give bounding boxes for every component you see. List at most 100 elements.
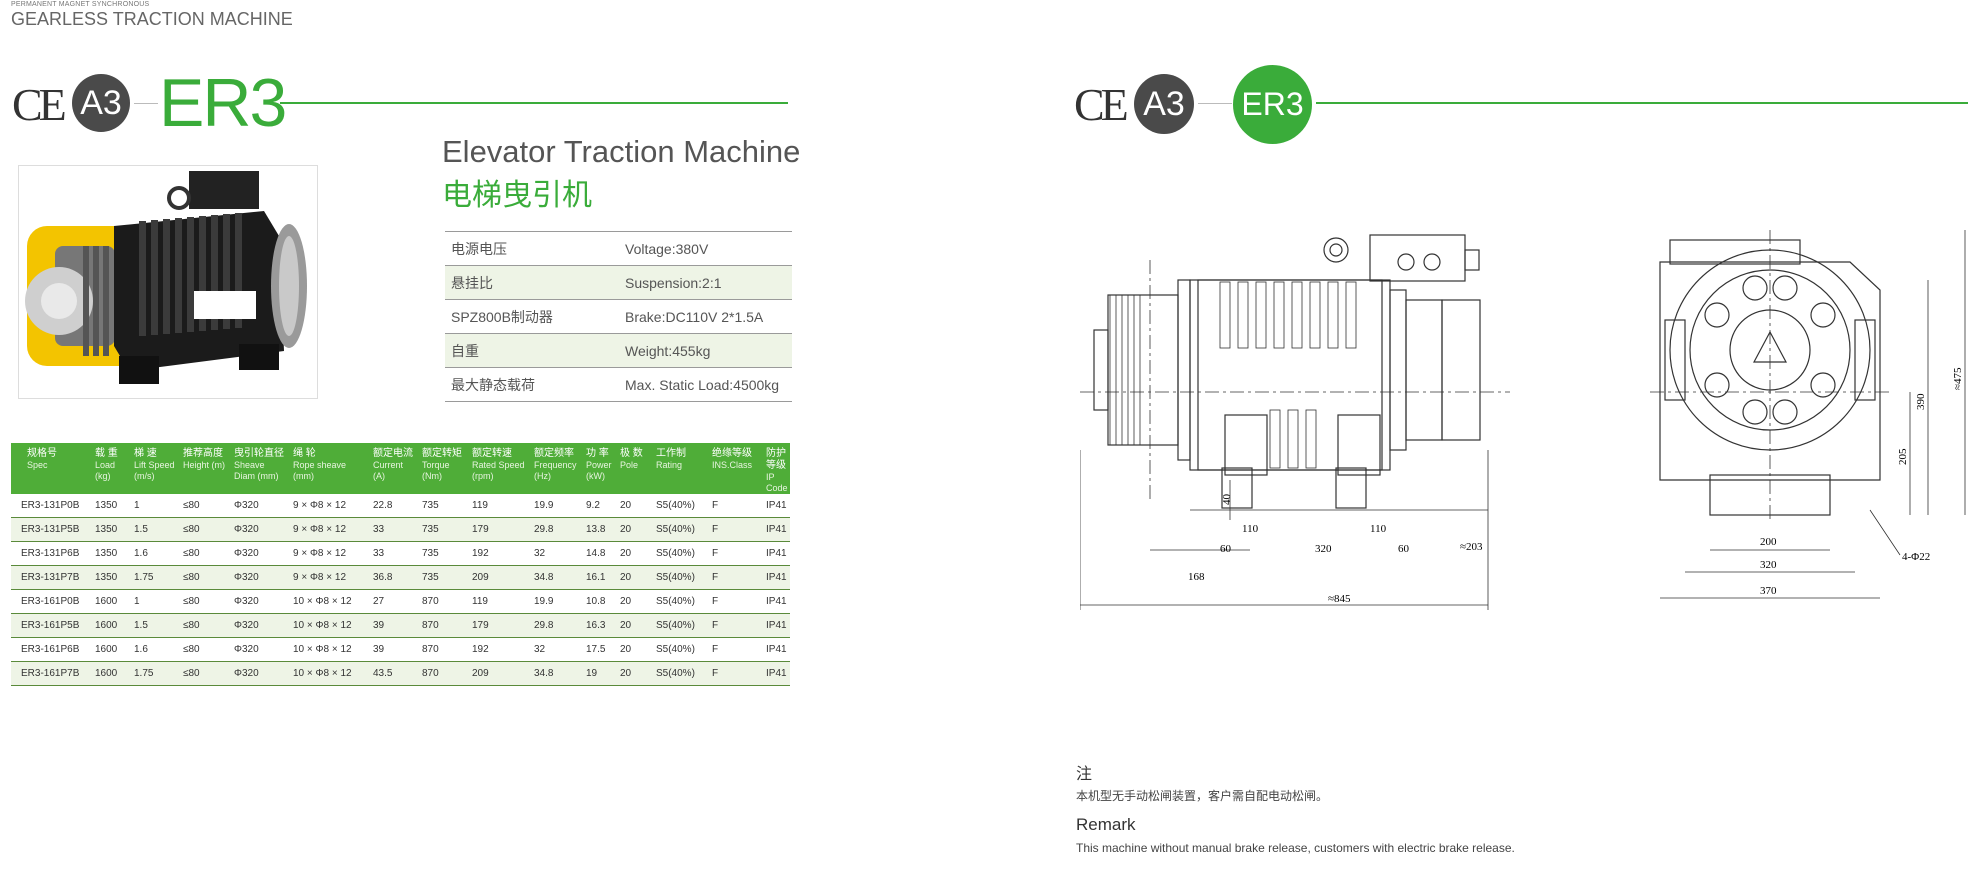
table-cell: Φ320 — [230, 494, 289, 518]
front-dimensions — [1660, 230, 1966, 599]
table-cell: 19.9 — [530, 589, 582, 614]
table-cell: ER3-131P7B — [11, 565, 91, 590]
er3-badge-right: ER3 — [1233, 65, 1312, 144]
table-cell: 735 — [418, 541, 468, 566]
header-title: GEARLESS TRACTION MACHINE — [11, 9, 293, 29]
table-cell: 735 — [418, 494, 468, 518]
col-header-en: Frequency (Hz) — [534, 460, 577, 481]
col-header-cn: 载 重 — [95, 448, 118, 459]
front-view — [1650, 230, 1890, 520]
col-header-cn: 功 率 — [586, 448, 609, 459]
col-header-cn: 曳引轮直径 — [234, 448, 284, 459]
table-cell: 43.5 — [369, 661, 418, 686]
note-title-cn: 注 — [1076, 766, 1093, 783]
col-header-en: Rope sheave (mm) — [293, 460, 347, 481]
table-cell: 20 — [616, 565, 652, 590]
table-cell: 10 × Φ8 × 12 — [289, 661, 369, 686]
table-cell: ≤80 — [179, 613, 230, 638]
table-cell: IP41 — [762, 661, 790, 686]
spec-label: 自重 — [445, 333, 619, 368]
table-cell: S5(40%) — [652, 494, 708, 518]
col-header-en: Torque (Nm) — [422, 460, 450, 481]
table-cell: 10 × Φ8 × 12 — [289, 589, 369, 614]
table-cell: F — [708, 637, 762, 662]
er3-model-label: ER3 — [159, 65, 287, 141]
col-header-en: Sheave Diam (mm) — [234, 460, 279, 481]
table-cell: 1600 — [91, 613, 130, 638]
dim-label: 320 — [1315, 543, 1332, 555]
side-dimensions — [1080, 450, 1489, 610]
table-cell: Φ320 — [230, 661, 289, 686]
table-cell: S5(40%) — [652, 613, 708, 638]
table-cell: 1350 — [91, 541, 130, 566]
table-cell: 119 — [468, 494, 530, 518]
table-cell: 16.3 — [582, 613, 616, 638]
table-cell: Φ320 — [230, 613, 289, 638]
spec-value: Max. Static Load:4500kg — [619, 367, 792, 402]
spec-table: 电源电压 Voltage:380V 悬挂比 Suspension:2:1 SPZ… — [445, 231, 792, 402]
table-cell: 1.75 — [130, 565, 179, 590]
spec-row: 最大静态载荷 Max. Static Load:4500kg — [445, 367, 792, 402]
table-cell: 20 — [616, 517, 652, 542]
table-cell: IP41 — [762, 613, 790, 638]
table-cell: 22.8 — [369, 494, 418, 518]
table-cell: S5(40%) — [652, 637, 708, 662]
table-cell: 9.2 — [582, 494, 616, 518]
table-cell: 735 — [418, 517, 468, 542]
table-cell: F — [708, 661, 762, 686]
product-title-cn: 电梯曳引机 — [442, 178, 592, 213]
table-cell: F — [708, 517, 762, 542]
table-cell: ≤80 — [179, 661, 230, 686]
table-cell: ER3-161P5B — [11, 613, 91, 638]
table-cell: 17.5 — [582, 637, 616, 662]
table-cell: 9 × Φ8 × 12 — [289, 541, 369, 566]
table-cell: ≤80 — [179, 494, 230, 518]
dim-label: 390 — [1915, 393, 1927, 410]
dim-label: ≈203 — [1460, 541, 1483, 553]
divider-line-right — [1198, 103, 1232, 104]
table-cell: 209 — [468, 565, 530, 590]
col-header-cn: 绝缘等级 — [712, 448, 752, 459]
table-cell: 1350 — [91, 565, 130, 590]
dim-label: 110 — [1370, 523, 1387, 535]
table-cell: Φ320 — [230, 565, 289, 590]
table-cell: 1350 — [91, 494, 130, 518]
table-cell: 1600 — [91, 637, 130, 662]
spec-value: Voltage:380V — [619, 231, 792, 266]
remark-title: Remark — [1076, 815, 1136, 834]
col-header-cn: 防护等级 — [766, 448, 786, 471]
table-cell: 870 — [418, 589, 468, 614]
dim-label: ≈475 — [1952, 367, 1964, 390]
table-cell: ER3-161P0B — [11, 589, 91, 614]
col-header-en: Height (m) — [183, 460, 226, 470]
traction-machine-illustration — [25, 171, 307, 384]
table-cell: 209 — [468, 661, 530, 686]
side-view — [1080, 234, 1510, 509]
col-header-cn: 额定转速 — [472, 448, 512, 459]
spec-value: Brake:DC110V 2*1.5A — [619, 299, 792, 334]
col-header-cn: 绳 轮 — [293, 448, 316, 459]
table-cell: 192 — [468, 637, 530, 662]
table-cell: 1600 — [91, 661, 130, 686]
table-cell: ≤80 — [179, 637, 230, 662]
dim-label: 4-Φ22 — [1902, 551, 1930, 563]
table-cell: 29.8 — [530, 613, 582, 638]
table-cell: 119 — [468, 589, 530, 614]
table-cell: 1.75 — [130, 661, 179, 686]
table-cell: 32 — [530, 637, 582, 662]
table-cell: F — [708, 565, 762, 590]
col-header-cn: 额定频率 — [534, 448, 574, 459]
table-cell: S5(40%) — [652, 517, 708, 542]
